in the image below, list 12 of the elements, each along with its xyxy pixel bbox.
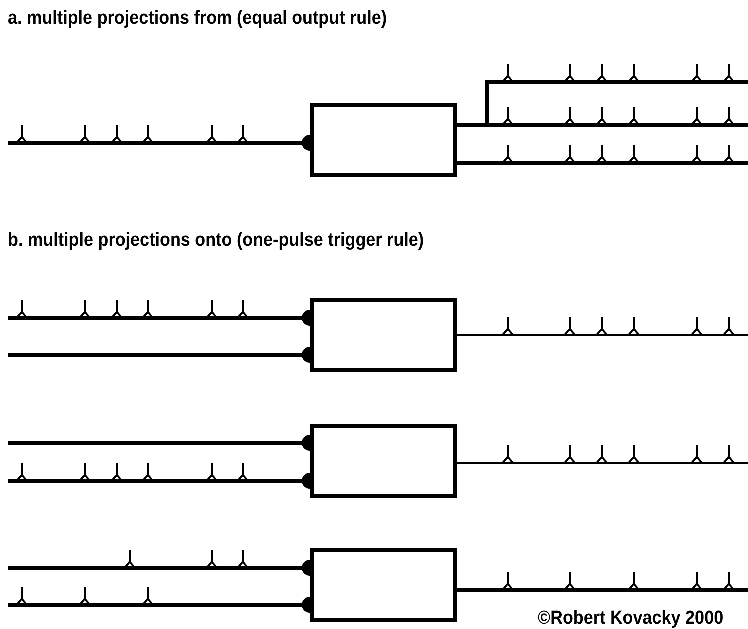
axon-line xyxy=(457,334,748,336)
axon-line xyxy=(457,123,748,127)
neuron-box xyxy=(310,298,457,372)
neuron-box xyxy=(310,548,457,622)
section-heading: b. multiple projections onto (one-pulse trigger rule) xyxy=(8,230,424,252)
axon-line xyxy=(457,161,748,165)
axon-line xyxy=(457,588,748,592)
neuron-box xyxy=(310,103,457,177)
copyright-note: ©Robert Kovacky 2000 xyxy=(538,608,724,629)
neuron-box xyxy=(310,424,457,498)
section-heading: a. multiple projections from (equal output rule) xyxy=(8,8,388,30)
axon-line xyxy=(457,462,748,464)
